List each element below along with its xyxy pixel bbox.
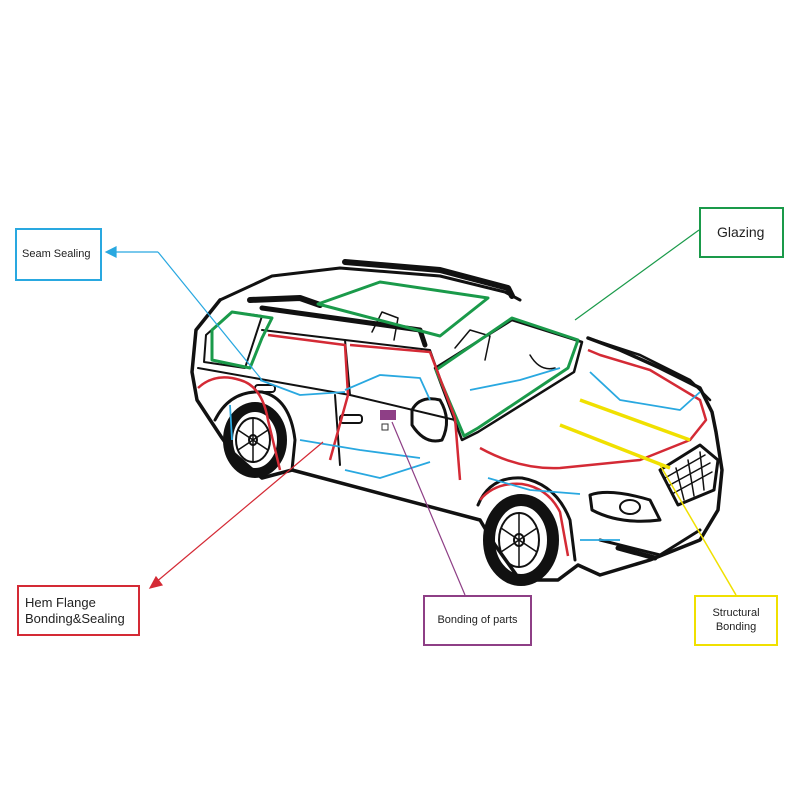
seam-sealing-label: Seam Sealing [15, 228, 102, 281]
bonding-part-mark [380, 410, 396, 431]
glazing-lines [210, 280, 580, 438]
front-wheel [483, 494, 559, 586]
bonding-of-parts-text: Bonding of parts [437, 613, 518, 626]
hem-flange-text-line2: Bonding&Sealing [25, 610, 125, 626]
structural-text-line2: Bonding [715, 620, 757, 633]
glazing-text: Glazing [717, 224, 765, 241]
hem-flange-leader [148, 441, 324, 589]
structural-bonding-label: Structural Bonding [694, 595, 778, 646]
glazing-leader [574, 229, 700, 321]
rear-wheel [223, 402, 287, 478]
hem-flange-lines [197, 333, 708, 557]
bonding-of-parts-leader [391, 421, 466, 596]
seam-sealing-lines [229, 367, 701, 541]
hem-flange-label: Hem Flange Bonding&Sealing [17, 585, 140, 636]
structural-text-line1: Structural [712, 607, 760, 620]
hem-flange-text-line1: Hem Flange [25, 594, 96, 610]
structural-bonding-lines [559, 398, 691, 470]
structural-leader [659, 464, 737, 596]
glazing-label: Glazing [699, 207, 784, 258]
seam-sealing-text: Seam Sealing [22, 247, 91, 260]
bonding-of-parts-label: Bonding of parts [423, 595, 532, 646]
car-illustration [190, 259, 724, 582]
seam-sealing-leader [104, 246, 263, 381]
